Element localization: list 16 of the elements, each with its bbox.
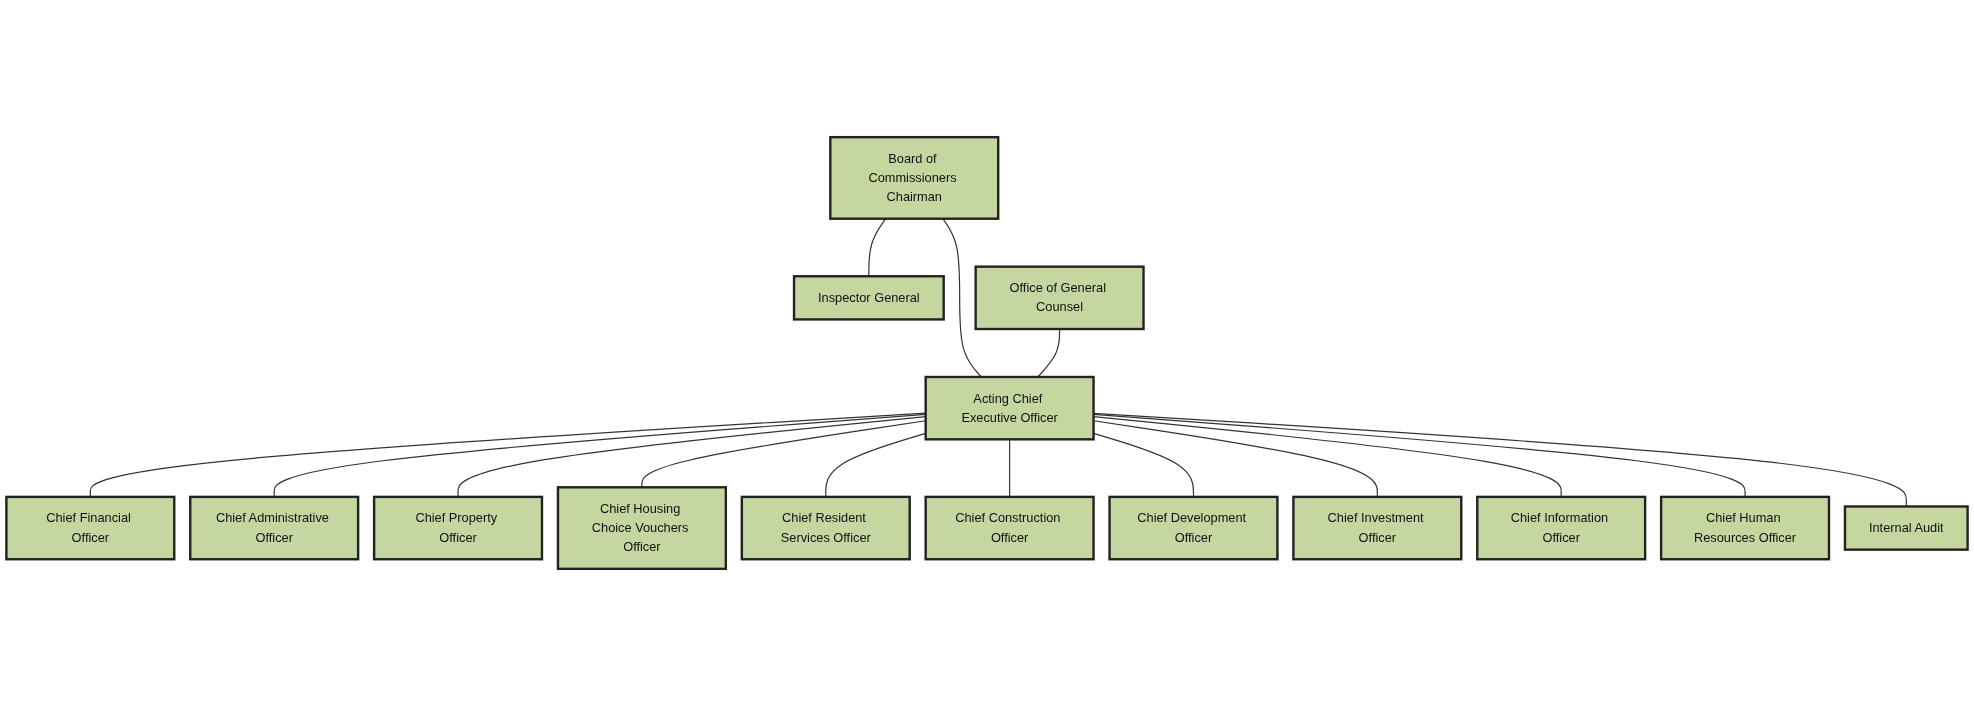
- node-box: Chief Resident Services Officer: [740, 495, 911, 561]
- connector: [868, 218, 887, 277]
- node-box: Chief Investment Officer: [1292, 495, 1463, 561]
- node-box: Chief Administrative Officer: [189, 495, 360, 561]
- node-box: Office of General Counsel: [974, 265, 1145, 331]
- node-box: Acting Chief Executive Officer: [924, 375, 1095, 441]
- node-box: Chief Housing Choice Vouchers Officer: [556, 486, 728, 571]
- node-box: Chief Financial Officer: [5, 495, 176, 561]
- node-box: Board of Commissioners Chairman: [829, 135, 1000, 220]
- node-box: Chief Information Officer: [1476, 495, 1647, 561]
- node-box: Chief Human Resources Officer: [1659, 495, 1831, 561]
- node-box: Chief Development Officer: [1108, 495, 1279, 561]
- node-box: Inspector General: [792, 275, 945, 321]
- node-box: Chief Property Officer: [372, 495, 544, 561]
- node-box: Internal Audit: [1843, 505, 1969, 551]
- node-box: Chief Construction Officer: [924, 495, 1095, 561]
